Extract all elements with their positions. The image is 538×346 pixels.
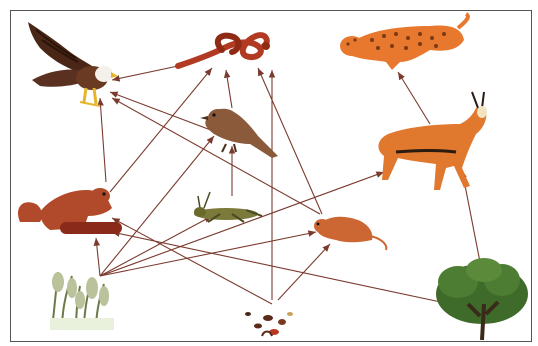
arrow-deer-to-leopard [398,72,430,124]
feeding-links [96,66,480,304]
snake-icon [178,35,270,66]
arrow-squirrel-to-eagle [100,98,106,182]
leopard-icon [340,14,468,70]
arrow-rat-to-snake [258,68,322,214]
arrow-seeds-to-rat [278,244,330,300]
grasshopper-icon [194,192,262,222]
arrow-tree-to-squirrel [112,232,450,304]
deer-icon [378,92,487,190]
rat-icon [314,217,386,250]
tree-icon [436,258,528,340]
arrow-grass-to-squirrel [96,238,100,276]
seeds-icon [245,312,293,336]
arrow-squirrel-to-snake [110,68,212,192]
grass-icon [50,272,114,330]
arrow-sparrow-to-snake [226,70,232,108]
bird-icon [200,109,278,158]
eagle-icon [28,22,118,106]
squirrel-icon [18,188,122,234]
arrow-snake-to-eagle [112,66,178,80]
